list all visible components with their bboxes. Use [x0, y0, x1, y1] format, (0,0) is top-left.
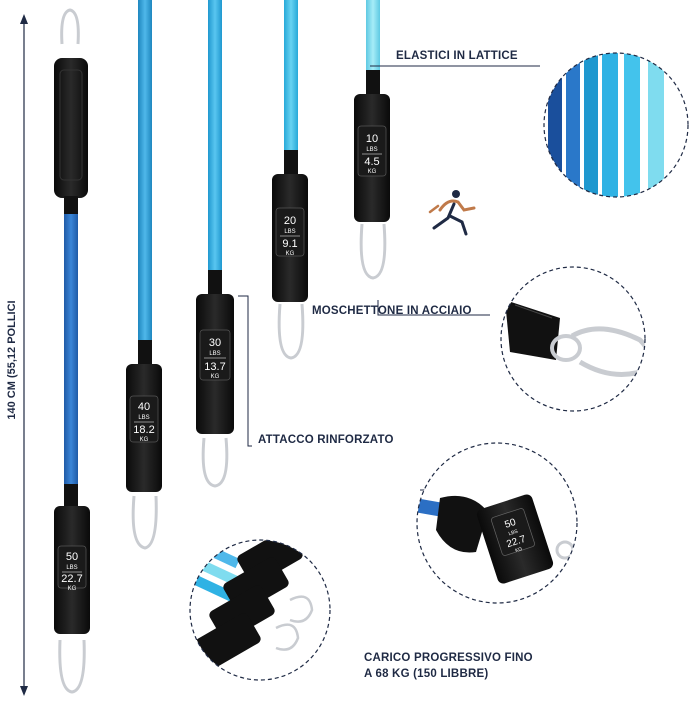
- tag-10-lbs: 10: [366, 133, 378, 145]
- tag-10-kg-unit: KG: [368, 169, 377, 175]
- callout-latex-bands: ELASTICI IN LATTICE: [396, 50, 518, 62]
- detail-handles-stack: [189, 539, 331, 681]
- callout-progressive-load-line1: CARICO PROGRESSIVO FINO: [364, 652, 533, 664]
- detail-latex-bands: [543, 52, 689, 198]
- tag-20-kg: 9.1: [282, 238, 297, 250]
- tag-20-lbs-unit: LBS: [284, 229, 295, 235]
- dimension-arrow: [20, 14, 28, 696]
- detail-handle: [416, 442, 578, 604]
- tag-40-lbs-unit: LBS: [138, 415, 149, 421]
- tag-10-lbs-unit: LBS: [366, 147, 377, 153]
- tag-40-kg-unit: KG: [140, 437, 149, 443]
- dimension-label-text: 140 CM (55,12 POLLICI: [6, 300, 18, 420]
- tag-10-kg: 4.5: [364, 156, 379, 168]
- band-40: [126, 0, 162, 550]
- tag-40-lbs: 40: [138, 401, 150, 413]
- tag-50-lbs-unit: LBS: [66, 565, 77, 571]
- tag-detail-kg-unit: KG: [515, 546, 524, 554]
- band-30: [196, 0, 234, 488]
- band-50: [54, 8, 90, 694]
- band-10: [354, 0, 390, 280]
- dimension-label: 140 CM (55,12 POLLICI: [2, 260, 22, 460]
- tag-30-lbs-unit: LBS: [209, 351, 220, 357]
- callout-progressive-load-line2: A 68 KG (150 LIBBRE): [364, 668, 489, 680]
- tag-detail-lbs: 50: [503, 517, 517, 531]
- tag-30-kg-unit: KG: [211, 374, 220, 380]
- tag-detail-lbs-unit: LBS: [508, 528, 519, 537]
- tag-50-kg-unit: KG: [68, 586, 77, 592]
- callout-steel-carabiner: MOSCHETTONE IN ACCIAIO: [312, 305, 472, 317]
- tag-band-30: 30 LBS 13.7 KG: [204, 337, 226, 380]
- tag-40-kg: 18.2: [133, 424, 154, 436]
- band-20: [272, 0, 308, 360]
- tag-band-20: 20 LBS 9.1 KG: [280, 215, 300, 257]
- runner-logo-icon: [428, 190, 476, 236]
- tag-band-50: 50 LBS 22.7 KG: [61, 551, 82, 592]
- tag-30-kg: 13.7: [204, 361, 225, 373]
- tag-30-lbs: 30: [209, 337, 221, 349]
- tag-20-lbs: 20: [284, 215, 296, 227]
- callout-reinforced-attachment: ATTACCO RINFORZATO: [258, 434, 394, 446]
- tag-50-kg: 22.7: [61, 573, 82, 585]
- tag-band-10: 10 LBS 4.5 KG: [362, 133, 382, 175]
- tag-50-lbs: 50: [66, 551, 78, 563]
- detail-carabiner: [500, 266, 646, 412]
- tag-band-40: 40 LBS 18.2 KG: [133, 401, 154, 443]
- tag-20-kg-unit: KG: [286, 251, 295, 257]
